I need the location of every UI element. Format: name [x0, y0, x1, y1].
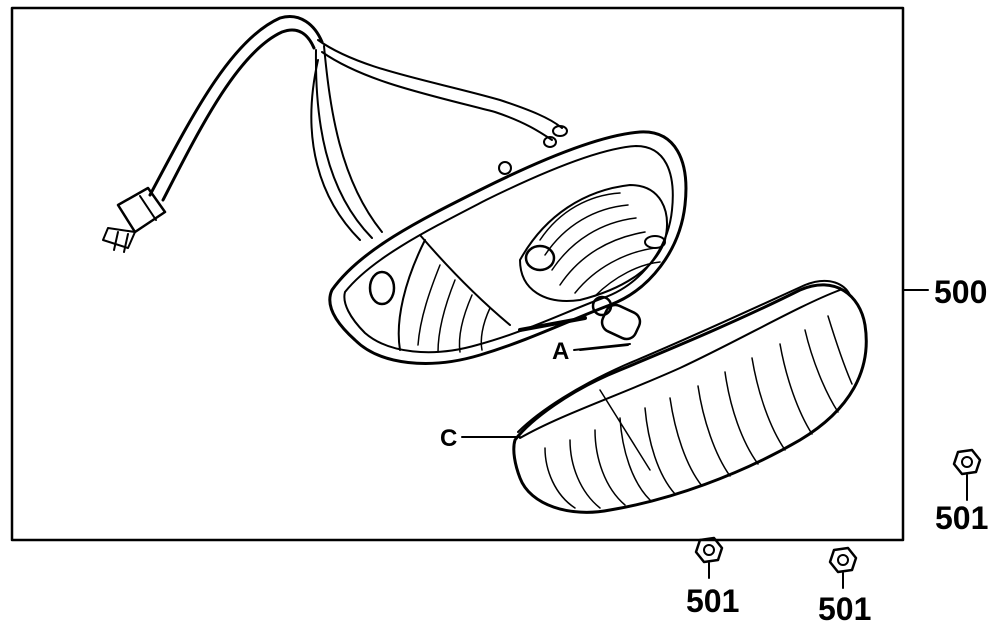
leader-line-bulb — [573, 343, 631, 351]
tail-light-lens — [512, 279, 868, 514]
callout-501-nut-bottom-left: 501 — [686, 583, 740, 619]
callout-501-nut-right: 501 — [935, 500, 989, 536]
wiring-harness — [148, 15, 568, 241]
callout-500-assembly: 500 — [934, 274, 988, 310]
callout-501-nut-bottom-right: 501 — [818, 591, 872, 627]
callout-a-bulb: A — [552, 338, 570, 365]
tail-light-housing — [328, 130, 688, 365]
callout-c-lens: C — [440, 425, 458, 452]
hex-nut-bottom-right — [828, 546, 858, 589]
bulb — [579, 295, 642, 351]
hex-nut-right — [952, 448, 982, 501]
hex-nut-bottom-left — [694, 536, 724, 579]
connector-plug — [102, 186, 167, 253]
diagram-frame — [10, 6, 929, 542]
